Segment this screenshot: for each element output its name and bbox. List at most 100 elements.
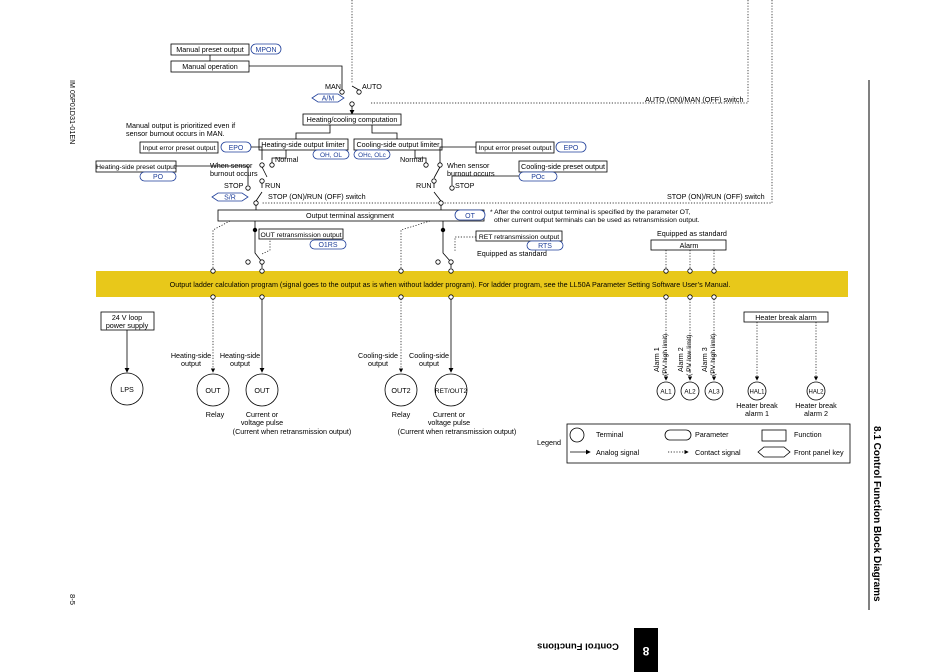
stop-label-left: STOP bbox=[224, 181, 244, 190]
ladder-terminal-3 bbox=[398, 268, 404, 274]
cooling-preset-label: Cooling-side preset output bbox=[521, 162, 605, 171]
retout2-terminal bbox=[434, 373, 468, 407]
legend-terminal: Terminal bbox=[596, 430, 624, 439]
heating-limiter-to-switch bbox=[271, 150, 287, 163]
input-error-preset-box-right bbox=[475, 141, 555, 154]
epo-label-right: EPO bbox=[564, 145, 579, 152]
heating-relay-signal bbox=[212, 220, 231, 268]
ret-retrans-box bbox=[475, 230, 563, 242]
alarm3-label-a: Alarm 3 bbox=[700, 347, 709, 372]
chapter-label: Control Functions bbox=[537, 640, 619, 651]
ret-retrans-contact-a bbox=[435, 259, 441, 265]
rts-label: RTS bbox=[538, 243, 552, 250]
am-front-panel-key bbox=[311, 93, 345, 103]
legend-function: Function bbox=[794, 430, 822, 439]
manual-preset-output-label: Manual preset output bbox=[176, 45, 244, 54]
relay-label-1: Relay bbox=[206, 410, 225, 419]
ladder-out-terminal-5 bbox=[663, 294, 669, 300]
normal-contact-left bbox=[269, 162, 275, 168]
ladder-out-terminal-6 bbox=[687, 294, 693, 300]
stop-label-right: STOP bbox=[455, 181, 475, 190]
lps-label: LPS bbox=[120, 385, 134, 394]
cooling-to-ladder bbox=[442, 230, 452, 268]
ohc-olc-parameter bbox=[353, 149, 391, 160]
ladder-out-terminal-7 bbox=[711, 294, 717, 300]
epo-label-left: EPO bbox=[229, 145, 244, 152]
computation-to-heating-limiter bbox=[295, 125, 331, 140]
ret-retrans-signal bbox=[454, 236, 476, 252]
cooling-relay-signal bbox=[400, 220, 431, 268]
stop-run-feedback-line bbox=[262, 0, 773, 204]
stop-contact-right bbox=[449, 185, 455, 191]
heating-to-ladder bbox=[254, 230, 263, 268]
normal-contact-right bbox=[423, 162, 429, 168]
output-label-2: output bbox=[230, 359, 250, 368]
out2-label: OUT2 bbox=[391, 386, 410, 395]
hb-alarm2-line1: Heater break bbox=[795, 401, 837, 410]
heating-limiter-box bbox=[258, 138, 349, 151]
input-error-preset-box-left bbox=[139, 141, 219, 154]
al2-terminal bbox=[680, 381, 700, 401]
man-contact bbox=[339, 89, 345, 95]
heating-side-1: Heating-side bbox=[171, 351, 211, 360]
ladder-terminal-2 bbox=[259, 268, 265, 274]
run-label-right: RUN bbox=[416, 181, 432, 190]
out-retrans-label: OUT retransmission output bbox=[260, 232, 341, 239]
ohc-olc-label: OHc, OLc bbox=[358, 152, 386, 159]
stop-run-switch-left-label: STOP (ON)/RUN (OFF) switch bbox=[268, 192, 366, 201]
rts-parameter bbox=[526, 240, 564, 251]
cooling-limiter-label: Cooling-side output limiter bbox=[356, 140, 440, 149]
burnout-contact-right bbox=[437, 162, 443, 168]
cooling-side-1: Cooling-side bbox=[358, 351, 398, 360]
alarm2-label-a: Alarm 2 bbox=[676, 347, 685, 372]
epo-left-to-switch bbox=[251, 146, 263, 160]
legend-parameter-symbol bbox=[664, 429, 692, 441]
po-parameter bbox=[139, 171, 177, 182]
auto-man-lever bbox=[351, 85, 360, 91]
ot-parameter bbox=[454, 209, 486, 221]
ret-retrans-contact-b bbox=[448, 259, 454, 265]
when-retrans-1: (Current when retransmission output) bbox=[233, 427, 352, 436]
ot-note-line1: * After the control output terminal is s… bbox=[490, 209, 690, 216]
doc-number: IM 05P01D31-01EN bbox=[68, 80, 77, 144]
chapter-number: 8 bbox=[642, 644, 649, 658]
cooling-limiter-box bbox=[353, 138, 443, 151]
when-retrans-2: (Current when retransmission output) bbox=[398, 427, 517, 436]
manual-to-switch-line bbox=[249, 65, 343, 90]
legend-front-panel-key-symbol bbox=[757, 446, 791, 458]
out-label-2: OUT bbox=[254, 386, 270, 395]
epo-parameter-right bbox=[555, 141, 587, 153]
computation-to-cooling-limiter bbox=[371, 125, 398, 140]
normal-label-right: Normal bbox=[400, 155, 424, 164]
output-label-4: output bbox=[419, 359, 439, 368]
ladder-out-terminal-4 bbox=[448, 294, 454, 300]
cooling-limiter-to-switch bbox=[414, 150, 427, 163]
run-label-left: RUN bbox=[265, 181, 281, 190]
legend-front-panel-key: Front panel key bbox=[794, 448, 844, 457]
when-sensor-left: When sensor bbox=[210, 161, 253, 170]
stop-run-pivot-left bbox=[253, 200, 259, 206]
po-label: PO bbox=[153, 174, 164, 181]
section-title: 8.1 Control Function Block Diagrams bbox=[871, 426, 882, 602]
legend-title: Legend bbox=[537, 438, 561, 447]
loop-power-line2: power supply bbox=[106, 321, 149, 330]
mpon-parameter bbox=[250, 43, 282, 55]
stop-run-lever-left bbox=[255, 191, 263, 202]
sr-front-panel-key bbox=[211, 192, 249, 202]
manual-operation-label: Manual operation bbox=[182, 62, 238, 71]
output-terminal-assignment-label: Output terminal assignment bbox=[306, 211, 394, 220]
out-retrans-box bbox=[258, 228, 344, 240]
ladder-terminal-7 bbox=[711, 268, 717, 274]
burnout-pivot-right bbox=[431, 178, 437, 184]
alarm1-label-a: Alarm 1 bbox=[652, 347, 661, 372]
heating-limiter-label: Heating-side output limiter bbox=[261, 140, 345, 149]
heater-break-box bbox=[743, 311, 829, 323]
ladder-out-terminal-3 bbox=[398, 294, 404, 300]
stop-run-switch-right-label: STOP (ON)/RUN (OFF) switch bbox=[667, 192, 765, 201]
alarm2-label-b: ( PV low limit) bbox=[686, 334, 693, 376]
equipped-standard-alarm: Equipped as standard bbox=[657, 229, 727, 238]
epo-right-to-switch bbox=[439, 146, 476, 163]
auto-contact bbox=[356, 89, 362, 95]
manual-note-line2: sensor burnout occurs in MAN. bbox=[126, 129, 225, 138]
